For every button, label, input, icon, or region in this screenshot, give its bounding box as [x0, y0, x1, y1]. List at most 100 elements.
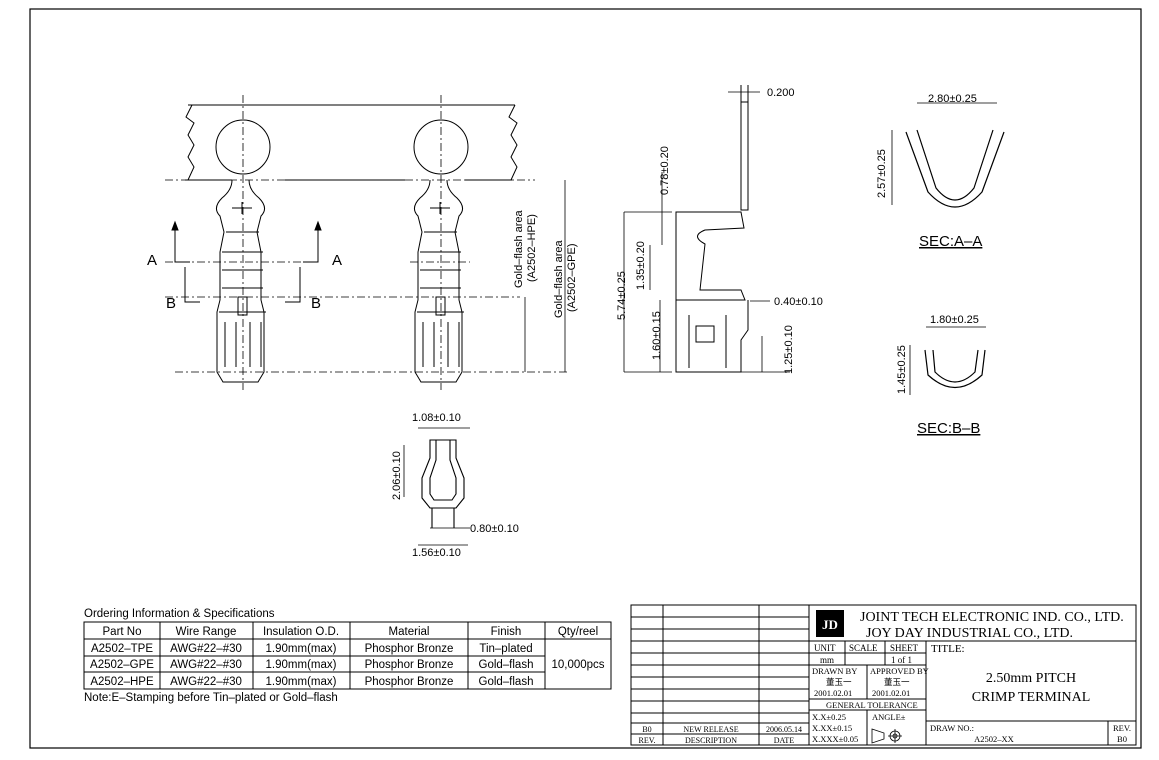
- secA-width: 2.80±0.25: [928, 93, 977, 105]
- angle-label: ANGLE±: [872, 712, 906, 722]
- title-label: TITLE:: [931, 643, 965, 655]
- strip-view: [185, 104, 518, 383]
- ordering-note: Note:E–Stamping before Tin–plated or Gol…: [84, 692, 338, 704]
- unit-label: UNIT: [814, 643, 836, 653]
- company-logo: [816, 610, 844, 637]
- scale-label: SCALE: [849, 643, 878, 653]
- dim-thick: 0.40±0.10: [774, 296, 823, 308]
- company-logo-text: JD: [822, 617, 838, 632]
- rev2-value: B0: [1117, 734, 1127, 744]
- date-header: DATE: [774, 736, 795, 745]
- top-w3: 1.56±0.10: [412, 547, 461, 559]
- dim-overall: 5.74±0.25: [616, 271, 628, 320]
- ordering-rows: A2502–TPE AWG#22–#30 1.90mm(max) Phospho…: [90, 643, 605, 688]
- approved-label: APPROVED BY: [870, 666, 929, 676]
- hdr-material: Material: [389, 626, 430, 638]
- r2-part: A2502–HPE: [90, 676, 154, 688]
- cut-label-b-left: B: [166, 295, 176, 312]
- rev-header: REV.: [639, 736, 656, 745]
- top-w2: 0.80±0.10: [470, 523, 519, 535]
- secB-height: 1.45±0.25: [896, 345, 908, 394]
- title-block-grid: [630, 604, 1137, 746]
- r2-ins: 1.90mm(max): [266, 676, 337, 688]
- tolerance-label: GENERAL TOLERANCE: [826, 700, 918, 710]
- r2-wire: AWG#22–#30: [170, 676, 242, 688]
- tol-1: X.X±0.25: [812, 712, 846, 722]
- side-view: [675, 85, 749, 373]
- cut-label-a-left: A: [147, 252, 157, 269]
- company-name-1: JOINT TECH ELECTRONIC IND. CO., LTD.: [860, 610, 1124, 625]
- sheet-label: SHEET: [890, 643, 919, 653]
- secA-height: 2.57±0.25: [876, 149, 888, 198]
- section-b-dims: [909, 326, 986, 395]
- drawno-value: A2502–XX: [974, 734, 1014, 744]
- r0-mat: Phosphor Bronze: [365, 643, 454, 655]
- qty-value: 10,000pcs: [551, 659, 604, 671]
- approved-date: 2001.02.01: [872, 688, 910, 698]
- r1-ins: 1.90mm(max): [266, 659, 337, 671]
- gold-gpe-part: (A2502–GPE): [566, 244, 578, 312]
- section-a-dims: [891, 102, 997, 205]
- title-line-2: CRIMP TERMINAL: [972, 690, 1091, 705]
- gold-dims: [524, 180, 566, 372]
- cut-label-b-right: B: [311, 295, 321, 312]
- dim-tip: 1.25±0.10: [783, 325, 795, 374]
- unit-value: mm: [820, 655, 834, 665]
- dim-lower: 1.60±0.15: [651, 311, 663, 360]
- tol-2: X.XX±0.15: [812, 723, 852, 733]
- r0-part: A2502–TPE: [91, 643, 153, 655]
- gold-hpe-label: Gold–flash area: [513, 209, 525, 288]
- title-line-1: 2.50mm PITCH: [986, 671, 1076, 686]
- rev2-label: REV.: [1113, 723, 1131, 733]
- ordering-title: Ordering Information & Specifications: [84, 608, 275, 620]
- top-view-dims: [403, 427, 470, 546]
- hdr-insulation: Insulation O.D.: [263, 626, 339, 638]
- drawn-date: 2001.02.01: [814, 688, 852, 698]
- r2-fin: Gold–flash: [479, 676, 534, 688]
- gold-hpe-part: (A2502–HPE): [526, 214, 538, 282]
- drawn-by-label: DRAWN BY: [812, 666, 857, 676]
- hdr-qty: Qty/reel: [558, 626, 598, 638]
- cut-markers: [171, 220, 322, 303]
- r0-wire: AWG#22–#30: [170, 643, 242, 655]
- section-a-shape: [905, 129, 1005, 208]
- dim-tab: 0.78±0.20: [659, 146, 671, 195]
- projection-icon: [871, 728, 902, 744]
- r0-ins: 1.90mm(max): [266, 643, 337, 655]
- section-b-title: SEC:B–B: [917, 420, 980, 437]
- ordering-headers: Part No Wire Range Insulation O.D. Mater…: [103, 626, 599, 638]
- side-dims: [623, 91, 790, 373]
- outer-frame: [29, 8, 1142, 749]
- cut-label-a-right: A: [332, 252, 342, 269]
- center-lines: [165, 95, 570, 390]
- top-h: 2.06±0.10: [391, 451, 403, 500]
- rev-desc: NEW RELEASE: [683, 725, 738, 734]
- company-name-2: JOY DAY INDUSTRIAL CO., LTD.: [866, 626, 1073, 641]
- approved-name: 董玉一: [884, 677, 910, 687]
- dim-mid: 1.35±0.20: [635, 241, 647, 290]
- desc-header: DESCRIPTION: [685, 736, 737, 745]
- hdr-part: Part No: [103, 626, 142, 638]
- sheet-value: 1 of 1: [891, 655, 912, 665]
- r1-mat: Phosphor Bronze: [365, 659, 454, 671]
- top-w1: 1.08±0.10: [412, 412, 461, 424]
- tol-3: X.XXX±0.05: [812, 734, 858, 744]
- r2-mat: Phosphor Bronze: [365, 676, 454, 688]
- section-a-title: SEC:A–A: [919, 233, 982, 250]
- r0-fin: Tin–plated: [479, 643, 532, 655]
- hdr-finish: Finish: [491, 626, 522, 638]
- gold-gpe-label: Gold–flash area: [553, 239, 565, 318]
- dim-width-top: 0.200: [767, 87, 795, 99]
- secB-width: 1.80±0.25: [930, 314, 979, 326]
- r1-fin: Gold–flash: [479, 659, 534, 671]
- rev-value: B0: [642, 725, 651, 734]
- hdr-wire: Wire Range: [176, 626, 237, 638]
- r1-part: A2502–GPE: [90, 659, 154, 671]
- rev-date: 2006.05.14: [766, 725, 802, 734]
- ordering-table-grid: [83, 621, 612, 690]
- section-b-shape: [924, 349, 986, 388]
- drawn-by-name: 董玉一: [826, 677, 852, 687]
- r1-wire: AWG#22–#30: [170, 659, 242, 671]
